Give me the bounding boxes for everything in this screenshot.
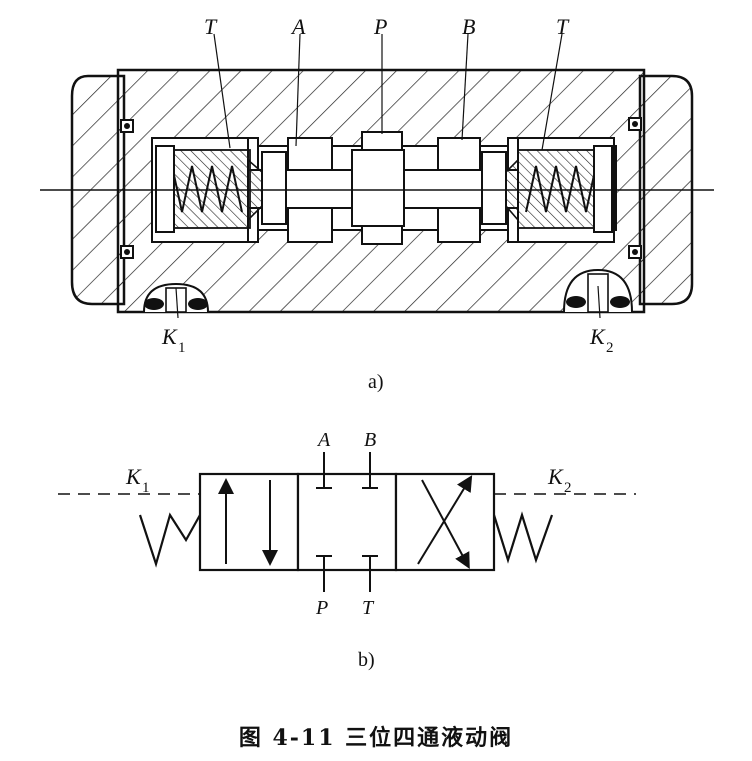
label-A-top: A (290, 14, 306, 39)
seal-bottom-left (120, 245, 134, 259)
label-K2-b-sub: 2 (564, 480, 572, 496)
label-P-b: P (315, 597, 328, 619)
valve-section-drawing: T A P B T K 1 K 2 a) (40, 14, 714, 393)
sub-caption-a: a) (368, 371, 384, 393)
leader-T-left (213, 33, 231, 149)
symbol-box-center (296, 472, 398, 572)
seal-top-right (628, 117, 642, 131)
left-spring-coil (171, 165, 243, 213)
right-box-arrow-cross1 (417, 475, 473, 565)
leader-K2 (597, 285, 601, 319)
label-K2-a: K (589, 324, 606, 349)
leader-T-right (541, 33, 563, 151)
label-B-b: B (364, 429, 376, 451)
leader-K1 (175, 287, 179, 319)
seal-top-left (120, 119, 134, 133)
label-A-b: A (316, 429, 331, 451)
symbol-box-left (198, 472, 300, 572)
label-T-b: T (362, 597, 375, 619)
label-T-left: T (204, 14, 218, 39)
label-K1-b: K (125, 464, 142, 489)
symbol-box-right (394, 472, 496, 572)
valve-symbol: A B P T K 1 K 2 b) (58, 429, 636, 671)
label-K1-a: K (161, 324, 178, 349)
right-spring-cap (593, 145, 613, 233)
spool-land-center (351, 149, 405, 227)
leader-B (461, 33, 469, 141)
right-spring-coil (525, 165, 597, 213)
label-K1-b-sub: 1 (142, 480, 150, 496)
left-spring-cap (155, 145, 175, 233)
label-K2-b: K (547, 464, 564, 489)
label-P-top: P (373, 14, 387, 39)
label-K1-a-sub: 1 (178, 340, 186, 356)
spool-land-right (481, 151, 507, 225)
label-K2-a-sub: 2 (606, 340, 614, 356)
spring-left (138, 512, 201, 568)
seal-bottom-right (628, 245, 642, 259)
port-K1 (143, 282, 209, 313)
spring-right (492, 511, 554, 564)
label-T-right: T (556, 14, 570, 39)
leader-A (295, 33, 301, 147)
right-box-arrow-cross2 (421, 479, 470, 570)
spool-land-left (261, 151, 287, 225)
sub-caption-b: b) (358, 649, 375, 671)
label-B-top: B (462, 14, 475, 39)
figure-caption: 图 4-11 三位四通液动阀 (238, 725, 514, 751)
